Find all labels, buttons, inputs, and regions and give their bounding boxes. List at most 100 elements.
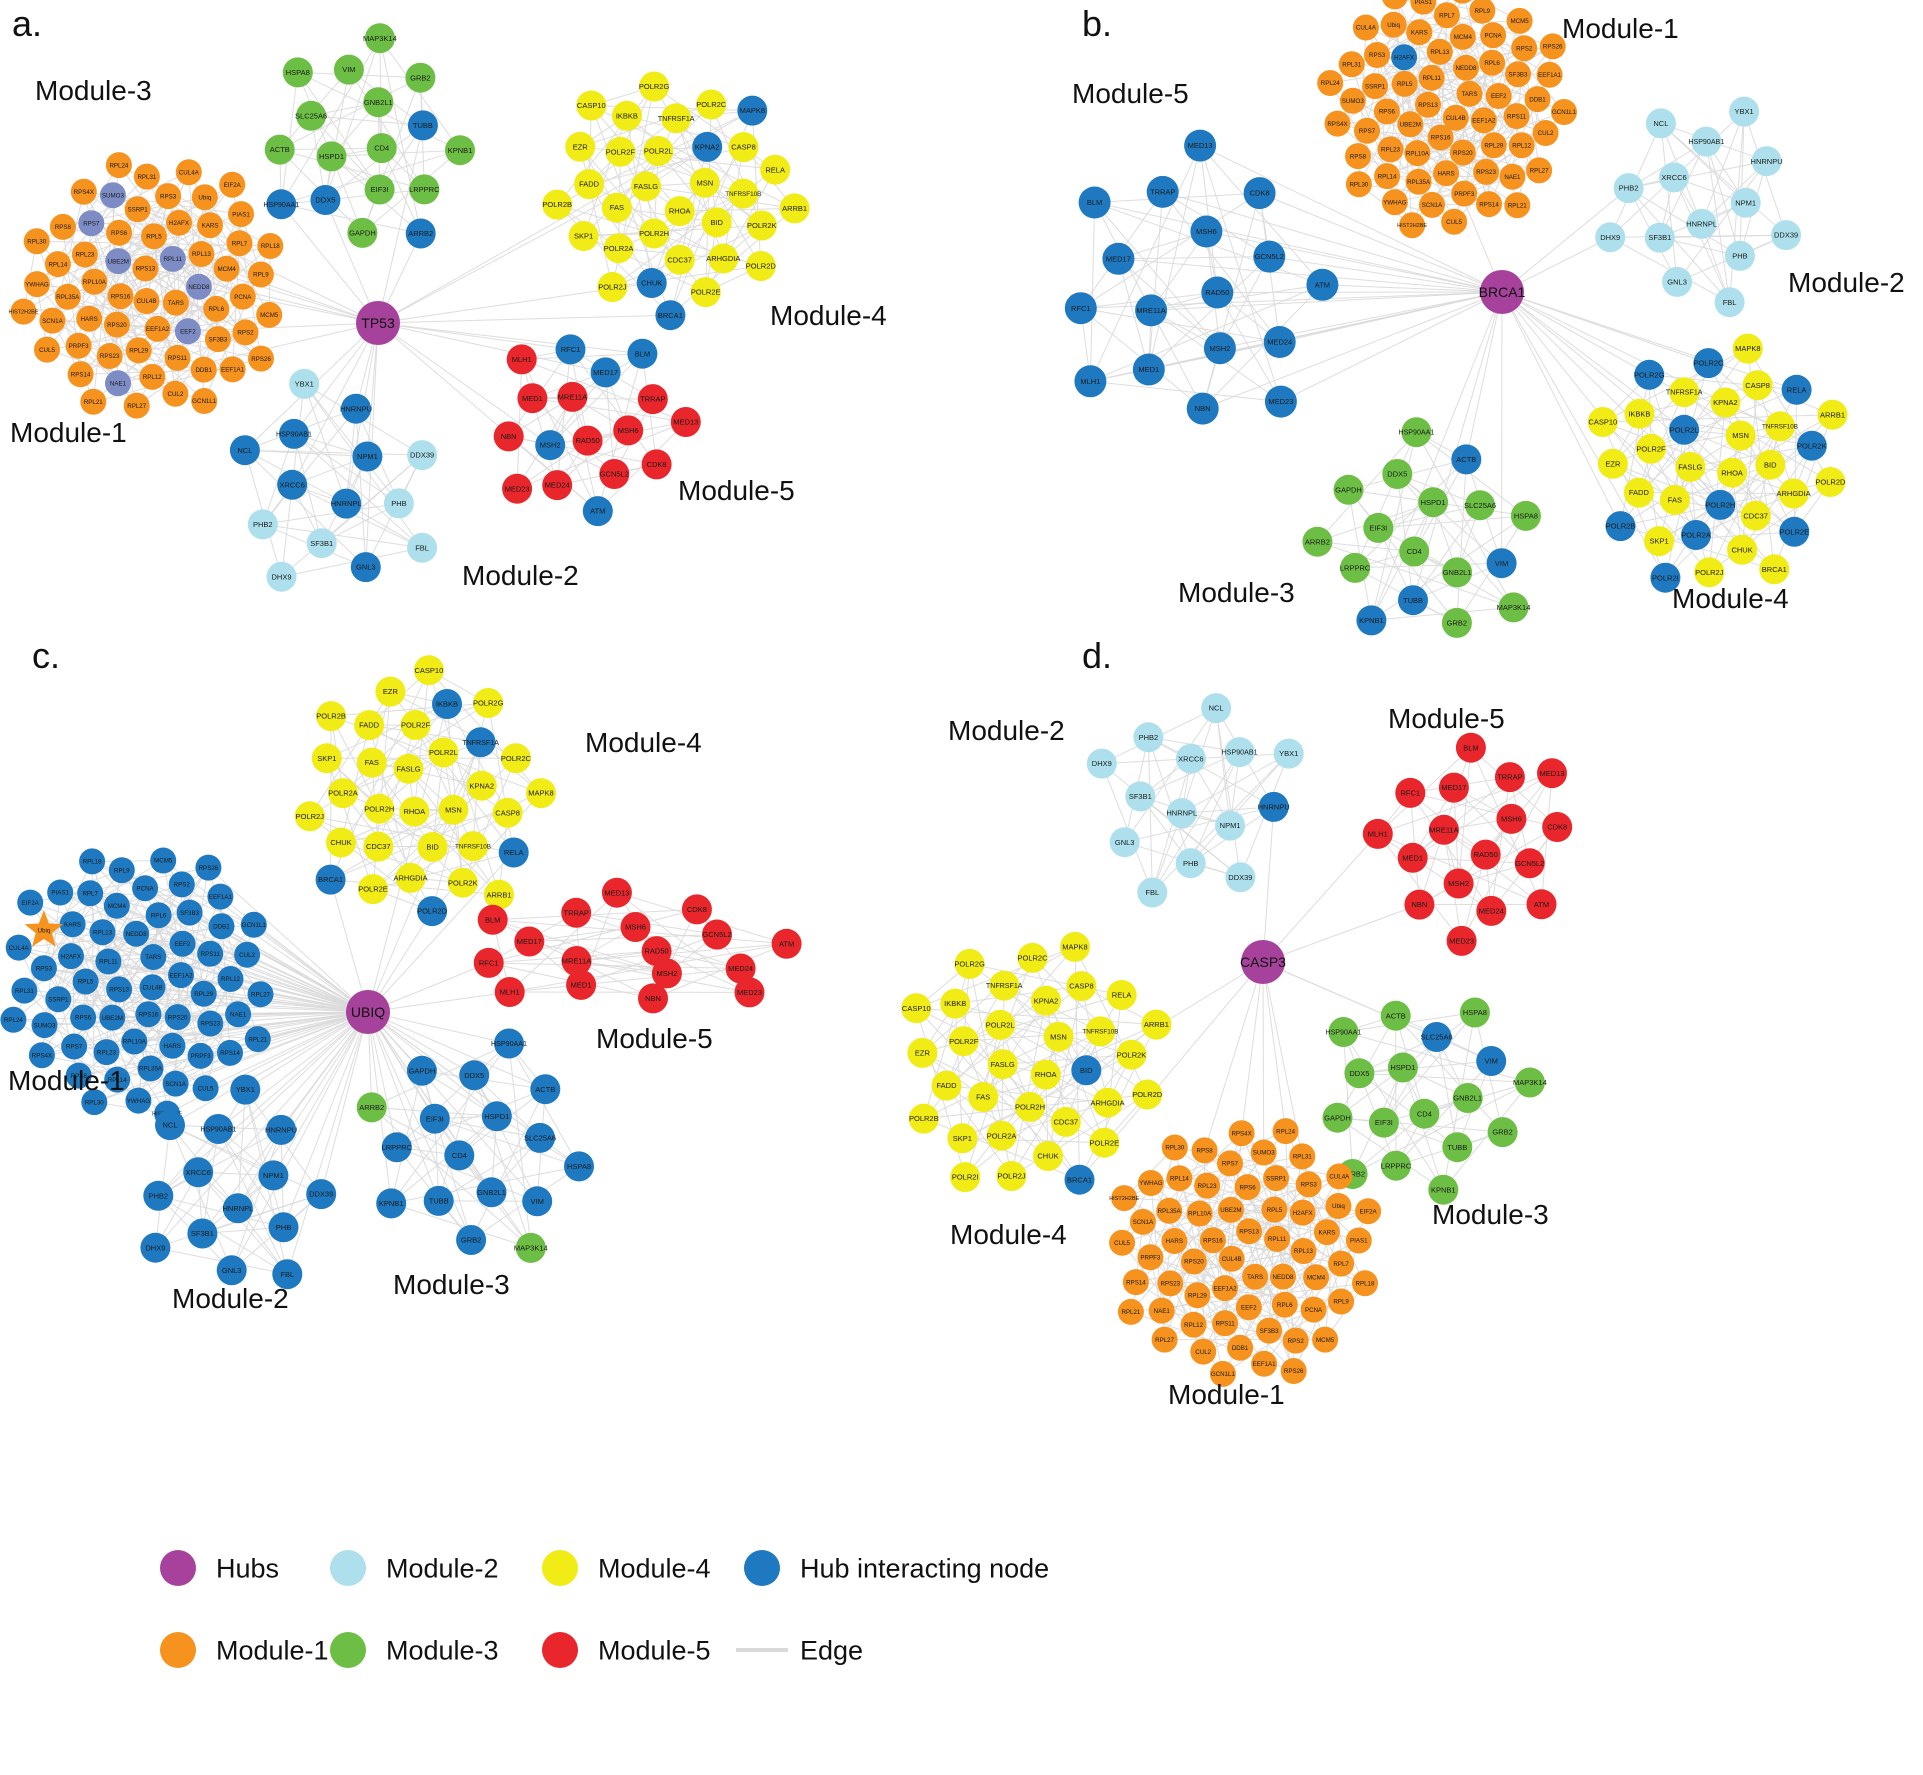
node-RPL35A[interactable]	[137, 1055, 164, 1082]
node-RHOA[interactable]	[1030, 1059, 1061, 1090]
node-MED13[interactable]	[1537, 758, 1567, 789]
node-RPS16[interactable]	[1199, 1227, 1226, 1254]
node-RPL23[interactable]	[1194, 1172, 1221, 1199]
node-HIST2H2BE[interactable]	[1111, 1185, 1138, 1212]
node-Ubiq[interactable]	[191, 184, 218, 211]
node-DHX9[interactable]	[140, 1232, 171, 1263]
node-TRRAP[interactable]	[637, 384, 668, 415]
node-IKBKB[interactable]	[940, 988, 971, 1019]
node-PIAS1[interactable]	[47, 879, 74, 906]
node-EZR[interactable]	[565, 131, 596, 162]
node-RPS6[interactable]	[70, 1004, 97, 1031]
node-Ubiq[interactable]	[1325, 1193, 1352, 1219]
node-KARS[interactable]	[1406, 19, 1433, 46]
node-POLR2G[interactable]	[1634, 359, 1665, 390]
node-FASLG[interactable]	[631, 171, 661, 202]
node-ARRB2[interactable]	[1302, 526, 1333, 557]
node-VIM[interactable]	[522, 1186, 553, 1217]
node-MED13[interactable]	[601, 877, 632, 908]
node-BLM[interactable]	[477, 904, 508, 935]
node-SF3B3[interactable]	[1256, 1317, 1283, 1344]
node-RPS14[interactable]	[1122, 1269, 1149, 1296]
node-RPS2[interactable]	[1282, 1327, 1309, 1354]
node-ARHGDIA[interactable]	[395, 862, 426, 893]
node-RPS11[interactable]	[1212, 1310, 1239, 1337]
node-RPL13[interactable]	[1290, 1238, 1317, 1264]
node-ARHGDIA[interactable]	[708, 243, 739, 274]
node-BRCA1[interactable]	[655, 300, 686, 331]
node-DDX5[interactable]	[310, 185, 341, 215]
node-KARS[interactable]	[197, 212, 223, 239]
node-PHB[interactable]	[1724, 240, 1755, 271]
node-HSP90AB1[interactable]	[203, 1114, 234, 1144]
node-EIF2A[interactable]	[1355, 1198, 1382, 1225]
node-HARS[interactable]	[76, 305, 103, 332]
node-IKBKB[interactable]	[611, 100, 642, 131]
node-VIM[interactable]	[1486, 548, 1517, 579]
node-POLR2H[interactable]	[1015, 1091, 1045, 1122]
node-PCNA[interactable]	[1480, 22, 1507, 49]
node-HSPA8[interactable]	[564, 1151, 594, 1182]
node-RPS23[interactable]	[197, 1010, 224, 1037]
node-NBN[interactable]	[638, 983, 668, 1014]
node-RPL27[interactable]	[1151, 1326, 1178, 1353]
node-PIAS1[interactable]	[1410, 0, 1437, 15]
node-SF3B1[interactable]	[187, 1218, 218, 1249]
node-ATM[interactable]	[582, 496, 613, 527]
node-CD4[interactable]	[1409, 1098, 1440, 1129]
node-POLR2L[interactable]	[643, 136, 674, 166]
node-NEDD8[interactable]	[185, 273, 212, 300]
node-GCN1L1[interactable]	[191, 388, 218, 414]
node-FAS[interactable]	[1659, 484, 1690, 515]
node-POLR2E[interactable]	[1779, 516, 1810, 547]
node-BRCA1[interactable]	[315, 864, 346, 895]
node-ACTB[interactable]	[1451, 444, 1482, 475]
node-TUBB[interactable]	[423, 1185, 454, 1216]
node-DDX5[interactable]	[459, 1060, 490, 1091]
node-RPL24[interactable]	[1317, 70, 1344, 96]
node-HSP90AB1[interactable]	[279, 418, 309, 449]
node-RPL12[interactable]	[139, 363, 166, 390]
node-RPS16[interactable]	[107, 283, 134, 310]
node-CD4[interactable]	[444, 1140, 475, 1171]
node-GNL3[interactable]	[216, 1255, 247, 1286]
node-SF3B1[interactable]	[1125, 781, 1156, 812]
node-RPL18[interactable]	[257, 233, 284, 259]
node-CUL5[interactable]	[34, 336, 60, 363]
node-RPL6[interactable]	[203, 295, 230, 322]
node-POLR2F[interactable]	[948, 1026, 979, 1057]
node-CASP8[interactable]	[1066, 971, 1097, 1002]
node-MAPK8[interactable]	[1732, 333, 1763, 364]
node-KPNB1[interactable]	[445, 135, 475, 166]
node-GCN5L2[interactable]	[1253, 240, 1286, 273]
node-POLR2E[interactable]	[358, 874, 388, 905]
node-KPNB1[interactable]	[1356, 605, 1387, 636]
node-MAPK8[interactable]	[737, 95, 768, 126]
node-NPM1[interactable]	[1215, 810, 1246, 841]
node-RPS11[interactable]	[197, 940, 224, 967]
node-RELA[interactable]	[1781, 374, 1812, 405]
node-RPS4X[interactable]	[1324, 110, 1351, 137]
node-RPL30[interactable]	[1345, 171, 1372, 198]
node-RHOA[interactable]	[399, 796, 430, 827]
node-ARRB1[interactable]	[484, 879, 514, 910]
node-CD4[interactable]	[1399, 536, 1430, 567]
node-RPS23[interactable]	[1157, 1270, 1184, 1297]
node-MRE11A[interactable]	[1135, 294, 1168, 327]
node-POLR2K[interactable]	[746, 210, 777, 241]
node-PHB2[interactable]	[1613, 173, 1644, 204]
node-RPL31[interactable]	[1338, 51, 1365, 78]
node-RPS3[interactable]	[1295, 1171, 1322, 1198]
node-FADD[interactable]	[1623, 477, 1654, 508]
node-CDC37[interactable]	[664, 244, 695, 275]
node-DDB1[interactable]	[1227, 1334, 1254, 1361]
node-BLM[interactable]	[1455, 732, 1486, 763]
node-RPL21[interactable]	[244, 1026, 271, 1053]
node-UBE2M[interactable]	[1397, 111, 1424, 138]
node-MED24[interactable]	[1476, 895, 1507, 926]
node-NAE1[interactable]	[225, 1001, 252, 1028]
node-GNL3[interactable]	[1662, 266, 1693, 297]
node-RPS8[interactable]	[49, 213, 76, 240]
node-DDX39[interactable]	[1225, 862, 1256, 893]
node-RPS14[interactable]	[1476, 191, 1502, 218]
